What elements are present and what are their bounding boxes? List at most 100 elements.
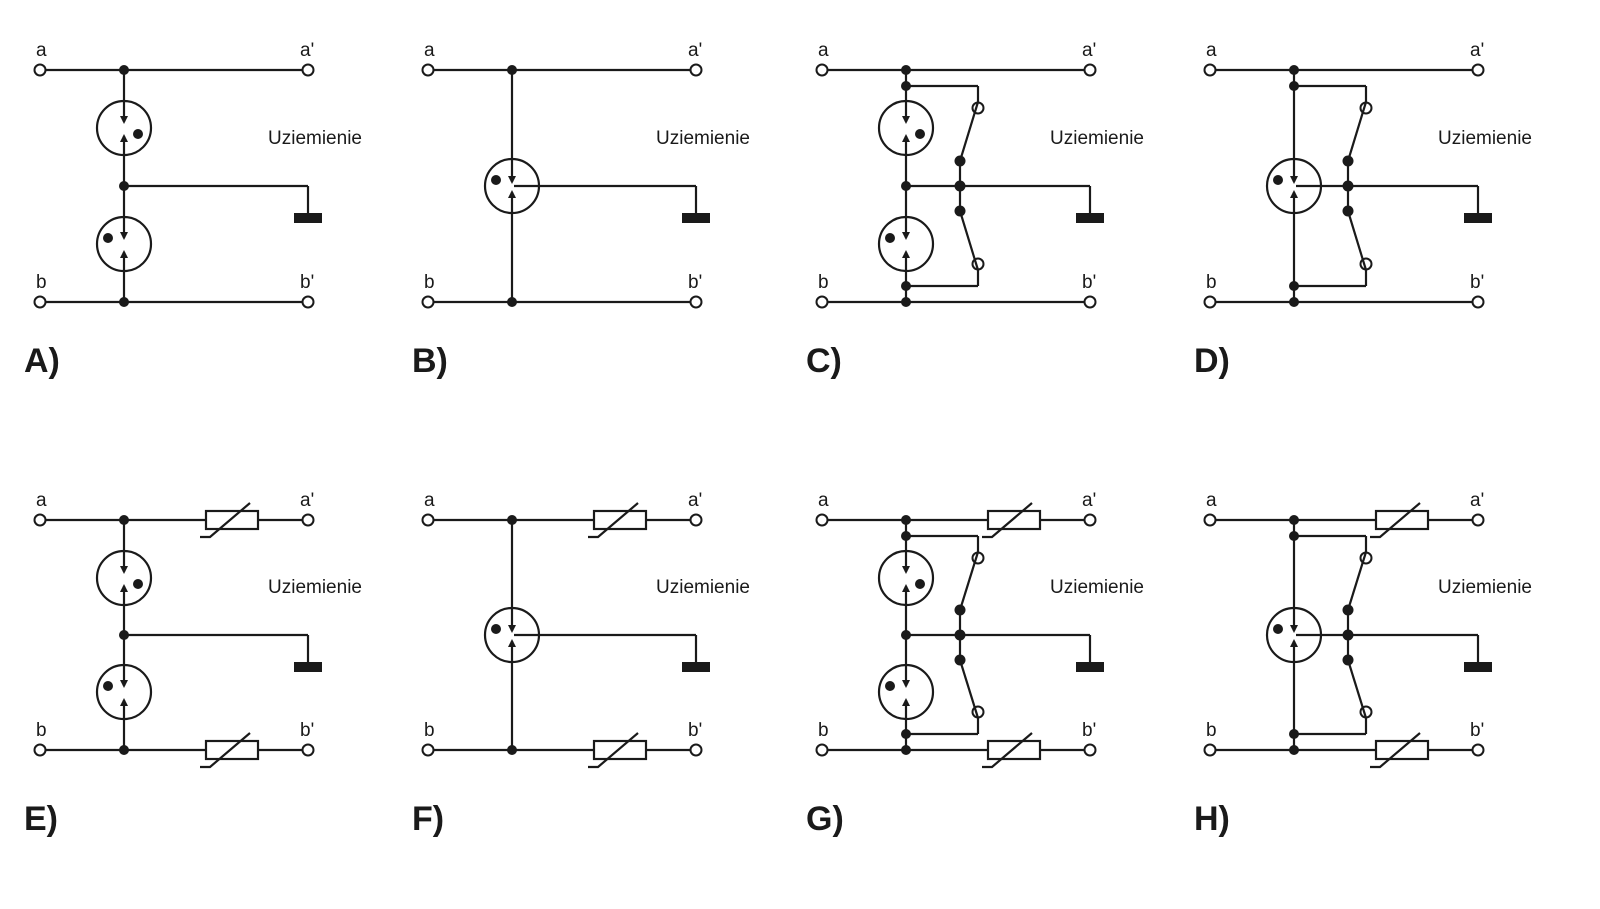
terminal-circle xyxy=(1083,743,1097,757)
arrow-head xyxy=(120,250,128,258)
switch-contact xyxy=(954,101,980,167)
terminal-a-label: a xyxy=(36,490,47,511)
ground-symbol xyxy=(294,213,322,223)
terminal-b-prime-label: b' xyxy=(300,272,314,293)
varistor xyxy=(588,732,648,769)
ground-label: Uziemienie xyxy=(1050,128,1144,149)
gas-discharge-tube xyxy=(877,215,935,273)
ground-label: Uziemienie xyxy=(656,577,750,598)
ground-label: Uziemienie xyxy=(1438,577,1532,598)
terminal-circle xyxy=(1203,295,1217,309)
terminal-a-prime-label: a' xyxy=(1082,40,1096,61)
varistor-body xyxy=(592,739,648,761)
panel-label: G) xyxy=(806,800,844,838)
terminal-b-label: b xyxy=(36,272,47,293)
terminal-circle xyxy=(689,63,703,77)
varistor-slash xyxy=(1370,502,1421,539)
varistor-body xyxy=(986,509,1042,531)
arrow-head xyxy=(902,116,910,124)
varistor-body xyxy=(204,739,260,761)
switch-contact xyxy=(1342,101,1368,167)
terminal-circle xyxy=(815,63,829,77)
terminal-a-prime-label: a' xyxy=(300,40,314,61)
terminal-circle xyxy=(1203,63,1217,77)
varistor-body xyxy=(592,509,648,531)
terminal-b-prime-label: b' xyxy=(688,272,702,293)
varistor xyxy=(200,732,260,769)
ground-label: Uziemienie xyxy=(1050,577,1144,598)
switch-contact xyxy=(954,654,980,719)
gas-discharge-tube xyxy=(95,663,153,721)
ground-label: Uziemienie xyxy=(1438,128,1532,149)
gas-discharge-tube xyxy=(95,99,153,157)
terminal-circle xyxy=(815,295,829,309)
switch-contact xyxy=(1342,205,1368,271)
gas-discharge-tube xyxy=(877,663,935,721)
switch-blade xyxy=(1346,659,1368,719)
arrow-head xyxy=(902,250,910,258)
gas-fill-dot xyxy=(885,681,895,691)
ground-symbol xyxy=(294,662,322,672)
terminal-circle xyxy=(1083,513,1097,527)
three-electrode-gas-tube xyxy=(483,606,541,664)
gas-fill-dot xyxy=(133,579,143,589)
terminal-circle xyxy=(689,295,703,309)
terminal-b-prime-label: b' xyxy=(1470,720,1484,741)
terminal-circle xyxy=(1083,63,1097,77)
terminal-circle xyxy=(421,513,435,527)
arrow-head xyxy=(120,584,128,592)
varistor-slash xyxy=(588,732,639,769)
varistor-body xyxy=(1374,739,1430,761)
terminal-b-label: b xyxy=(1206,720,1217,741)
gas-discharge-tube xyxy=(95,549,153,607)
gas-fill-dot xyxy=(491,175,501,185)
terminal-b-label: b xyxy=(36,720,47,741)
switch-blade xyxy=(1346,551,1368,611)
terminal-a-label: a xyxy=(818,40,829,61)
three-electrode-gas-tube xyxy=(1265,157,1323,215)
switch-blade xyxy=(1346,101,1368,162)
gas-discharge-tube xyxy=(877,549,935,607)
terminal-circle xyxy=(301,63,315,77)
terminal-circle xyxy=(33,743,47,757)
arrow-head xyxy=(508,176,516,184)
terminal-a-label: a xyxy=(424,490,435,511)
terminal-circle xyxy=(33,295,47,309)
panel-label: B) xyxy=(412,342,448,380)
arrow-head xyxy=(120,134,128,142)
arrow-head xyxy=(120,232,128,240)
switch-contact xyxy=(1342,551,1368,616)
panel-label: H) xyxy=(1194,800,1230,838)
terminal-b-label: b xyxy=(818,720,829,741)
arrow-head xyxy=(902,680,910,688)
panel-label: C) xyxy=(806,342,842,380)
terminal-b-label: b xyxy=(1206,272,1217,293)
gas-fill-dot xyxy=(133,129,143,139)
terminal-b-prime-label: b' xyxy=(1082,272,1096,293)
gas-discharge-tube xyxy=(877,99,935,157)
terminal-circle xyxy=(689,513,703,527)
varistor xyxy=(982,502,1042,539)
terminal-circle xyxy=(1471,743,1485,757)
ground-label: Uziemienie xyxy=(656,128,750,149)
terminal-circle xyxy=(1471,295,1485,309)
varistor-slash xyxy=(1370,732,1421,769)
terminal-circle xyxy=(815,743,829,757)
switch-blade xyxy=(958,101,980,162)
terminal-a-prime-label: a' xyxy=(1082,490,1096,511)
arrow-head xyxy=(120,566,128,574)
panel-label: E) xyxy=(24,800,58,838)
ground-symbol xyxy=(1464,213,1492,223)
terminal-a-label: a xyxy=(1206,40,1217,61)
gas-fill-dot xyxy=(885,233,895,243)
three-electrode-gas-tube xyxy=(1265,606,1323,664)
terminal-a-label: a xyxy=(36,40,47,61)
ground-label: Uziemienie xyxy=(268,128,362,149)
varistor xyxy=(200,502,260,539)
